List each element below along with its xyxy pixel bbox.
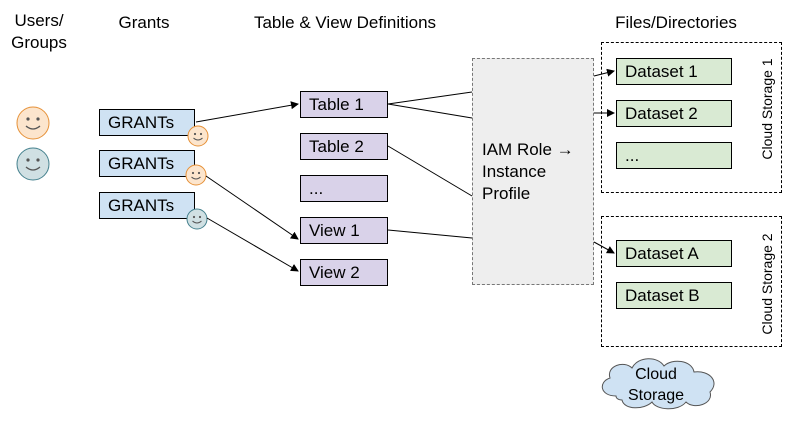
user-smiley-teal-icon xyxy=(16,147,50,181)
grant-box-2[interactable]: GRANTs xyxy=(99,150,195,177)
table-2-box[interactable]: Table 2 xyxy=(300,133,388,160)
dataset-label: ... xyxy=(625,145,640,165)
arrow-icon xyxy=(195,101,299,123)
table-ellipsis-box[interactable]: ... xyxy=(300,175,388,202)
connector-line xyxy=(387,91,473,105)
grant-box-3[interactable]: GRANTs xyxy=(99,192,195,219)
table-label: Table 2 xyxy=(309,136,364,156)
grant-box-1[interactable]: GRANTs xyxy=(99,109,195,136)
table-1-box[interactable]: Table 1 xyxy=(300,91,388,118)
table-label: Table 1 xyxy=(309,94,364,114)
cloud-storage-2-container xyxy=(601,216,782,347)
cloud-icon xyxy=(601,358,715,410)
arrow-icon xyxy=(206,217,299,272)
dataset-label: Dataset 2 xyxy=(625,103,698,123)
arrow-icon xyxy=(593,241,615,254)
iam-role-box[interactable]: IAM Role → Instance Profile xyxy=(472,58,594,285)
table-label: ... xyxy=(309,178,324,198)
dataset-label: Dataset A xyxy=(625,243,699,263)
arrow-icon xyxy=(593,68,615,77)
header-users-groups: Users/ Groups xyxy=(11,11,67,52)
view-2-box[interactable]: View 2 xyxy=(300,259,388,286)
grant-user-orange-icon xyxy=(187,125,209,147)
user-smiley-orange-icon xyxy=(16,106,50,140)
cloud-storage-label: Cloud Storage xyxy=(627,366,685,404)
header-files-directories: Files/Directories xyxy=(615,13,737,32)
table-label: View 1 xyxy=(309,220,360,240)
grant-label: GRANTs xyxy=(108,195,175,215)
connector-line xyxy=(387,229,473,239)
connector-line xyxy=(387,145,473,197)
dataset-label: Dataset 1 xyxy=(625,61,698,81)
dataset-ellipsis-box[interactable]: ... xyxy=(616,142,732,169)
arrow-icon xyxy=(205,175,299,240)
table-label: View 2 xyxy=(309,262,360,282)
view-1-box[interactable]: View 1 xyxy=(300,217,388,244)
dataset-1-box[interactable]: Dataset 1 xyxy=(616,58,732,85)
grant-user-teal-icon xyxy=(186,208,208,230)
dataset-2-box[interactable]: Dataset 2 xyxy=(616,100,732,127)
header-grants: Grants xyxy=(118,13,170,32)
dataset-a-box[interactable]: Dataset A xyxy=(616,240,732,267)
dataset-label: Dataset B xyxy=(625,285,700,305)
dataset-b-box[interactable]: Dataset B xyxy=(616,282,732,309)
header-table-view-definitions: Table & View Definitions xyxy=(253,13,437,32)
grant-label: GRANTs xyxy=(108,153,175,173)
connector-line xyxy=(387,103,473,119)
grant-user-orange-icon xyxy=(185,164,207,186)
cloud-storage-1-container xyxy=(601,42,782,193)
iam-role-label: IAM Role → Instance Profile xyxy=(482,139,574,203)
grant-label: GRANTs xyxy=(108,112,175,132)
